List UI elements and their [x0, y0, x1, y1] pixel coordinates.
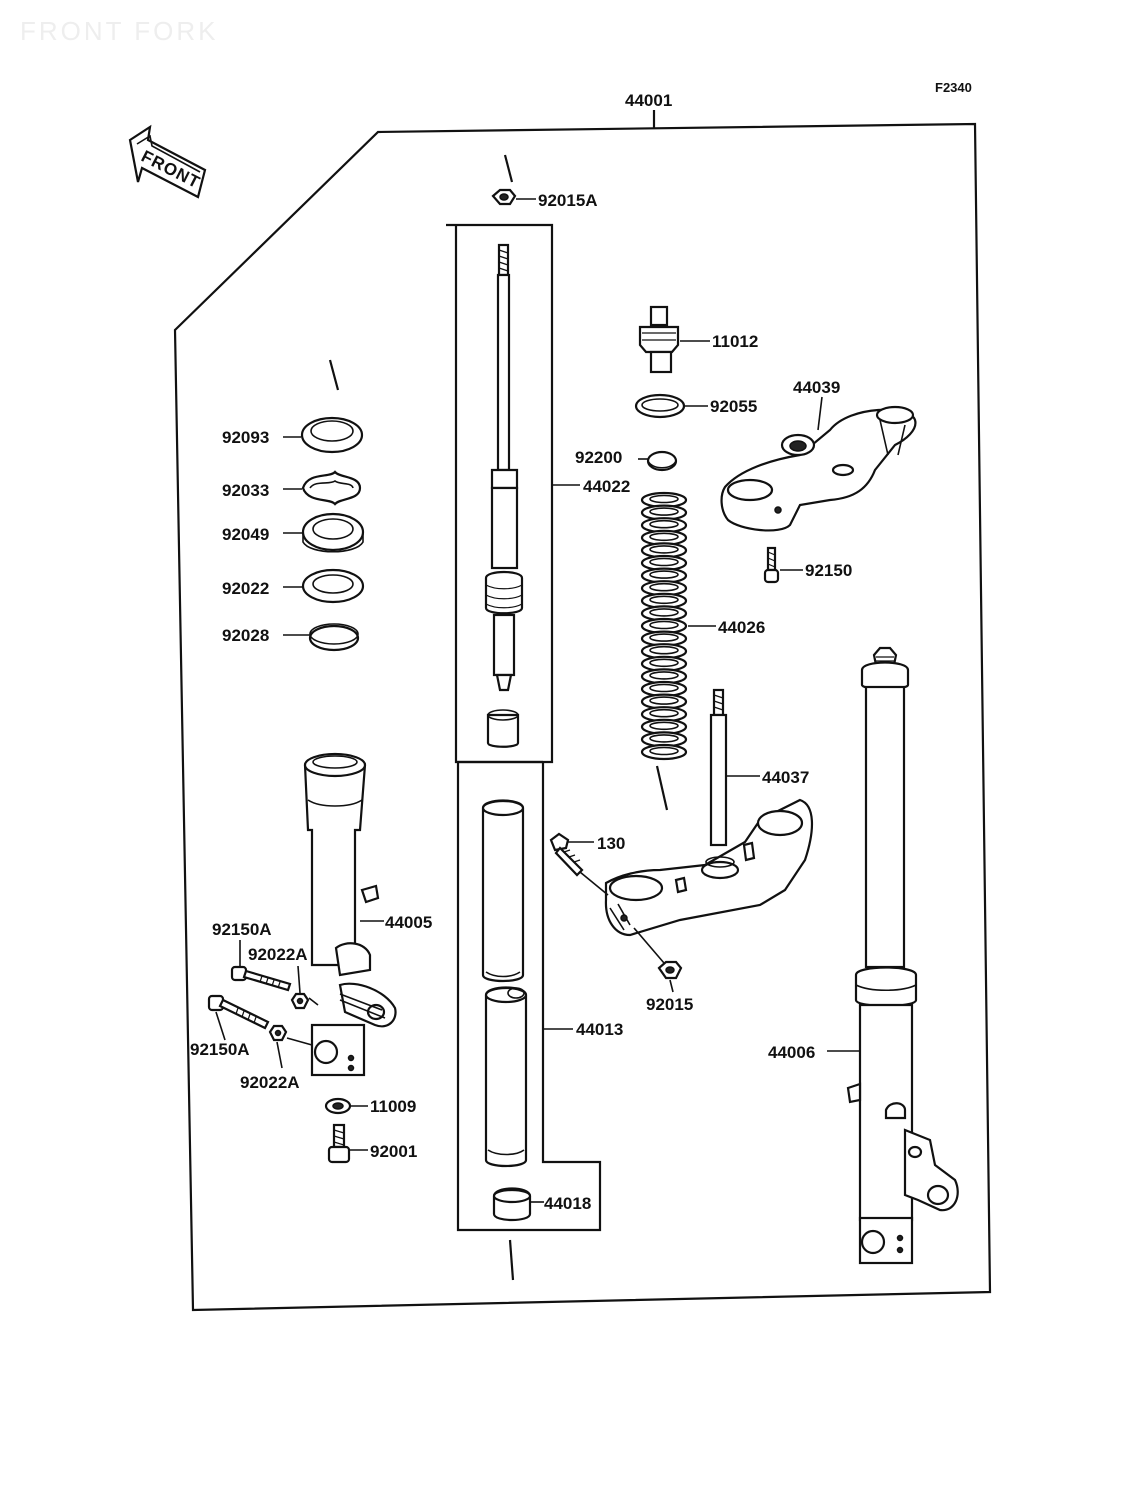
damper-rod-44022	[484, 243, 524, 748]
label-44039: 44039	[793, 378, 840, 397]
label-92033: 92033	[222, 481, 269, 500]
label-11012: 11012	[712, 332, 758, 351]
front-arrow-label: FRONT	[138, 147, 203, 193]
label-92001: 92001	[370, 1142, 417, 1161]
spring-coil-inner	[649, 545, 679, 554]
fork-leg-44006	[846, 646, 959, 1265]
spacer-92200	[646, 450, 678, 472]
assembly-44001-outline	[173, 110, 992, 1312]
spring-coil-inner	[649, 658, 679, 668]
steering-stem-44037	[604, 688, 814, 937]
spring-coil-inner	[649, 708, 679, 718]
bolt-92150	[763, 546, 780, 584]
label-92093: 92093	[222, 428, 269, 447]
spring-coil-inner	[649, 721, 679, 731]
label-92150: 92150	[805, 561, 852, 580]
label-44018: 44018	[544, 1194, 591, 1213]
spring-coil-inner	[649, 683, 679, 693]
outer-tube-44005	[303, 752, 397, 1077]
label-92049: 92049	[222, 525, 269, 544]
label-44026: 44026	[718, 618, 765, 637]
spring-coil-inner	[649, 570, 679, 579]
inner-tube-44013	[481, 799, 528, 1168]
washer-92022A-top	[290, 992, 310, 1010]
spring-coil-inner	[649, 696, 679, 705]
oring-92055	[634, 393, 686, 419]
damper-rod-box	[446, 223, 554, 764]
label-92022A-bottom: 92022A	[240, 1073, 300, 1092]
label-92022A-top: 92022A	[248, 945, 308, 964]
bushing-44018	[492, 1187, 532, 1222]
dust-seal-92093	[300, 416, 364, 454]
label-92055: 92055	[710, 397, 757, 416]
front-arrow-icon: FRONT	[128, 124, 207, 199]
bushing-92028	[308, 623, 360, 652]
spring-coil-inner	[649, 620, 679, 630]
label-11009: 11009	[370, 1097, 416, 1116]
label-130: 130	[597, 834, 625, 853]
oil-seal-92049	[301, 512, 365, 553]
spring-coil-inner	[649, 507, 679, 516]
watermark-text: FRONT FORK	[20, 16, 219, 46]
label-92150A-top: 92150A	[212, 920, 272, 939]
label-92200: 92200	[575, 448, 622, 467]
spring-coil-inner	[649, 608, 679, 617]
bolt-130	[549, 832, 584, 877]
bolt-92150A-bottom	[207, 994, 270, 1030]
label-44001: 44001	[625, 91, 672, 110]
spring-coil-inner	[649, 519, 679, 529]
spring-coil-inner	[649, 645, 679, 655]
spring-coil-inner	[649, 557, 679, 567]
label-92028: 92028	[222, 626, 269, 645]
nut-92015A	[491, 188, 517, 206]
label-92015A: 92015A	[538, 191, 598, 210]
label-92022: 92022	[222, 579, 269, 598]
spring-coil-inner	[649, 734, 679, 743]
spring-coil-inner	[649, 582, 679, 592]
inner-tube-indicator	[508, 1239, 515, 1281]
spring-coil-inner	[649, 671, 679, 680]
gasket-11009	[324, 1097, 352, 1115]
label-44037: 44037	[762, 768, 809, 787]
bolt-92150A-top	[230, 965, 292, 992]
spring-coil-inner	[649, 746, 679, 756]
upper-bracket-44039	[720, 405, 917, 532]
label-44022: 44022	[583, 477, 630, 496]
diagram-code: F2340	[935, 80, 972, 95]
label-92015: 92015	[646, 995, 693, 1014]
washer-92022	[301, 568, 365, 604]
spring-coil-inner	[649, 532, 679, 542]
washer-92022A-bottom	[268, 1024, 288, 1042]
label-92150A-bottom: 92150A	[190, 1040, 250, 1059]
label-44005: 44005	[385, 913, 432, 932]
bolt-92001	[327, 1123, 351, 1164]
cap-bolt-11012	[638, 305, 680, 374]
fork-spring-44026	[640, 491, 688, 761]
label-44013: 44013	[576, 1020, 623, 1039]
label-44006: 44006	[768, 1043, 815, 1062]
spring-coil-inner	[649, 595, 679, 605]
seal-stack-indicator	[328, 359, 340, 391]
spring-coil-inner	[649, 494, 679, 504]
spring-coil-inner	[649, 633, 679, 642]
stopper-ring-92033	[301, 470, 362, 506]
nut-92015	[657, 960, 683, 980]
inner-tube-box	[456, 760, 602, 1232]
